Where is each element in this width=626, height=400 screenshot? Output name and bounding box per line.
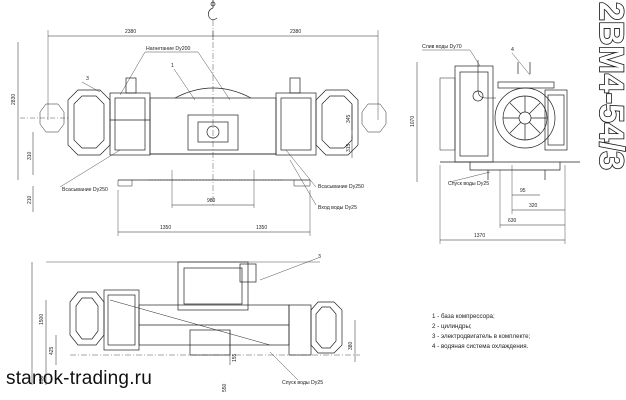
callout-num3: 3 [86, 76, 89, 82]
callout-water-release-bottom: Спуск воды Dy25 [282, 380, 323, 386]
fan-wheel-icon [494, 87, 556, 149]
dim-210: 210 [27, 195, 33, 204]
dim-250: 250 [39, 375, 45, 384]
dim-155: 155 [232, 353, 238, 362]
callout-intake-left: Всасывание Dy250 [62, 187, 108, 193]
crane-hook-icon [208, 0, 218, 21]
dim-345: 345 [346, 114, 352, 123]
top-view: 2380 2380 2830 310 210 345 315 980 1350 … [11, 0, 387, 236]
legend-item-3: 3 - электродвигатель в комплекте; [432, 333, 531, 340]
callout-water-release-side: Спуск воды Dy25 [448, 181, 489, 187]
dim-310: 310 [27, 151, 33, 160]
bottom-view: 1500 425 250 380 155 550 3 Спуск воды Dy… [31, 254, 360, 392]
callout-num3-bottom: 3 [318, 254, 321, 260]
dim-425: 425 [49, 346, 55, 355]
callout-num1: 1 [171, 63, 174, 69]
dim-320: 320 [529, 203, 538, 209]
legend: 1 - база компрессора; 2 - цилиндры; 3 - … [432, 313, 531, 350]
legend-item-2: 2 - цилиндры; [432, 323, 472, 330]
callout-water-inlet: Вход воды Dy25 [318, 205, 357, 211]
dim-315: 315 [346, 143, 352, 152]
watermark: stanok-trading.ru [6, 368, 152, 389]
dim-left-width: 2380 [125, 29, 136, 35]
legend-item-1: 1 - база компрессора; [432, 313, 495, 320]
callout-intake-right: Всасывание Dy250 [318, 184, 364, 190]
dim-right-width: 2380 [290, 29, 301, 35]
dim-lower-left: 1350 [160, 225, 171, 231]
callout-num4: 4 [511, 47, 514, 53]
dim-550: 550 [222, 383, 228, 392]
dim-center: 980 [207, 198, 216, 204]
dim-95: 95 [520, 188, 526, 194]
callout-discharge: Нагнетание Dy200 [146, 46, 191, 52]
dim-1070: 1070 [410, 116, 416, 127]
callout-water-drain: Слив воды Dy70 [422, 44, 462, 50]
legend-item-4: 4 - водяная система охлаждения. [432, 343, 529, 350]
dim-1370: 1370 [474, 233, 485, 239]
dim-380: 380 [348, 341, 354, 350]
dim-overall-height: 2830 [11, 94, 17, 105]
model-title: 2ВМ4-54/3 [592, 2, 626, 170]
side-view: 1070 95 320 630 1370 Слив воды Dy70 4 Сп… [410, 44, 580, 244]
left-cylinder [67, 77, 151, 156]
dim-1500: 1500 [39, 314, 45, 325]
dim-630: 630 [508, 218, 517, 224]
dim-lower-right: 1350 [256, 225, 267, 231]
